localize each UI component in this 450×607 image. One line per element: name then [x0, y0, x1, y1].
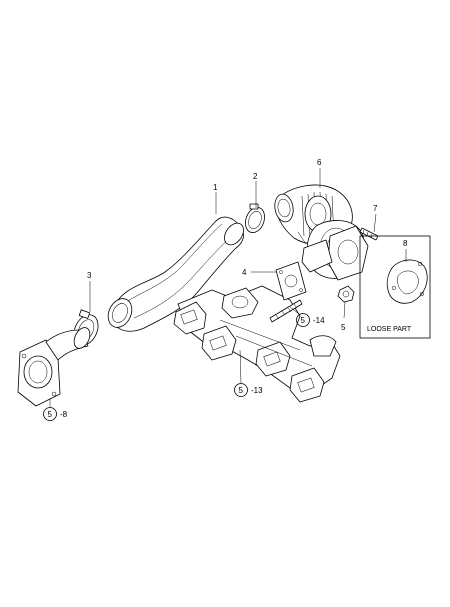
stud-bolt — [269, 299, 303, 323]
loose-part-box: LOOSE PART — [359, 235, 431, 339]
leader-lines — [49, 168, 407, 407]
ref-5-8: 5 -8 — [43, 407, 68, 421]
clamp-part-2 — [245, 203, 265, 233]
gasket-part-4 — [275, 261, 307, 301]
callout-3: 3 — [87, 271, 92, 280]
ref-5-14: 5 -14 — [296, 313, 325, 327]
callout-4: 4 — [242, 268, 247, 277]
ref-suffix: -8 — [60, 410, 68, 419]
callout-2: 2 — [253, 172, 258, 181]
nut-part-5 — [337, 285, 355, 303]
ref-suffix: -13 — [251, 386, 263, 395]
ref-circle-number: 5 — [301, 316, 306, 325]
exhaust-manifold — [173, 285, 341, 403]
callout-7: 7 — [373, 204, 378, 213]
hose-part-1 — [107, 216, 244, 332]
callout-6: 6 — [317, 158, 322, 167]
turbocharger-part-6 — [274, 184, 369, 281]
ref-circle-number: 5 — [48, 410, 53, 419]
callout-5: 5 — [341, 323, 346, 332]
callout-1: 1 — [213, 183, 218, 192]
loose-part-label: LOOSE PART — [367, 326, 412, 333]
callout-numbers: 1 2 3 4 5 6 7 8 — [87, 158, 408, 332]
callout-8: 8 — [403, 239, 408, 248]
ref-suffix: -14 — [313, 316, 325, 325]
ref-circle-number: 5 — [239, 386, 244, 395]
elbow-flange — [17, 327, 91, 407]
ref-5-13: 5 -13 — [234, 383, 263, 397]
